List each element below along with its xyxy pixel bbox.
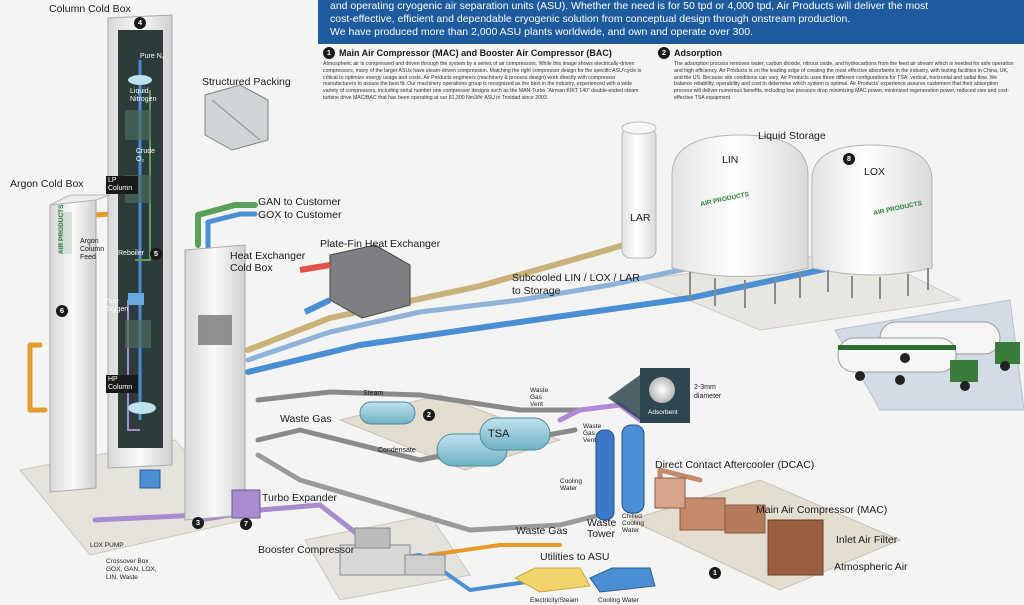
intro-line-2: cost-effective, efficient and dependable… [330,13,851,25]
label-plate-fin: Plate-Fin Heat Exchanger [320,238,441,250]
label-turbo-expander: Turbo Expander [262,492,337,504]
label-utilities: Utilities to ASU [540,551,610,563]
label-cooling-water-util: Cooling Water [598,597,639,604]
label-tsa: TSA [488,428,510,440]
utility-arrows [513,567,656,593]
label-mac: Main Air Compressor (MAC) [756,504,888,516]
label-argon-cold-box: Argon Cold Box [10,178,84,190]
marker-3: 3 [192,517,204,529]
label-electricity-steam: Electricity/Steam [530,597,579,604]
label-waste-gas-vent-2: Waste Gas Vent [583,423,602,444]
lin-tank [671,134,809,308]
tanker-trucks [837,321,1020,391]
label-gox-to-customer: GOX to Customer [258,209,342,221]
section-2-title: Adsorption [674,48,722,58]
label-atmospheric-air: Atmospheric Air [834,561,908,573]
air-products-logo-argon: AIR PRODUCTS [58,204,65,254]
label-subcooled: Subcooled LIN / LOX / LAR [512,272,640,284]
label-steam: Steam [363,390,384,397]
label-column-cold-box: Column Cold Box [49,3,131,15]
label-crude-o2: Crude O₂ [136,148,156,163]
label-inlet-air-filter: Inlet Air Filter [836,534,898,546]
section-2-marker: 2 [658,47,670,59]
label-cooling-water: Cooling Water [560,478,583,492]
label-pure-n2: Pure N₂ [140,53,165,60]
label-heat-exchanger-cold-box: Heat Exchanger Cold Box [230,250,306,274]
intro-line-1: and operating cryogenic air separation u… [330,0,929,12]
plate-fin-inset [299,244,411,319]
intro-banner: and operating cryogenic air separation u… [318,0,1024,44]
label-adsorbent: Adsorbent [648,409,678,416]
label-waste-tower: Waste Tower [587,517,617,540]
label-waste-gas-2: Waste Gas [516,525,568,537]
label-to-storage: to Storage [512,285,561,297]
label-structured-packing: Structured Packing [202,76,291,88]
label-gan-to-customer: GAN to Customer [258,196,341,208]
logo-shapes [58,212,72,254]
label-booster-compressor: Booster Compressor [258,544,355,556]
label-argon-column-feed: Argon Column Feed [80,238,105,261]
lar-tank [621,121,657,259]
label-diameter: 2-3mm diameter [694,384,722,400]
label-condensate: Condensate [378,447,416,454]
marker-4: 4 [134,17,146,29]
label-reboiler: Reboiler [118,250,145,257]
tsa-vessels [359,401,551,467]
column-cold-box [107,14,173,469]
booster-compressor [339,527,446,576]
section-1-marker: 1 [323,47,335,59]
main-air-compressor [654,477,824,576]
label-waste-gas-vent: Waste Gas Vent [530,387,549,408]
section-1-body: Atmospheric air is compressed and driven… [323,61,642,101]
marker-1: 1 [709,567,721,579]
argon-cold-box [49,194,161,493]
turbo-expander [231,489,261,519]
label-lar: LAR [630,212,651,224]
section-1-title: Main Air Compressor (MAC) and Booster Ai… [339,48,612,58]
intro-line-3: We have produced more than 2,000 ASU pla… [330,26,753,38]
label-crossover-box: Crossover Box GOX, GAN, LOX, LIN, Waste [106,558,157,581]
marker-8: 8 [843,153,855,165]
label-liquid-storage: Liquid Storage [758,130,826,142]
label-dcac: Direct Contact Aftercooler (DCAC) [655,459,815,471]
label-chilled-cooling-water: Chilled Cooling Water [622,513,645,534]
label-lin: LIN [722,154,739,166]
adsorbent-inset [608,368,690,423]
label-pure-oxygen: Pure Oxygen [104,298,129,313]
label-lp-column: LP Column [106,176,138,194]
label-lox-pump: LOX PUMP [90,542,124,549]
section-2-body: The adsorption process removes water, ca… [674,61,1014,101]
label-lox: LOX [864,166,886,178]
marker-5: 5 [150,248,162,260]
marker-2: 2 [423,409,435,421]
label-hp-column: HP Column [106,375,138,393]
structured-packing-inset [204,84,269,151]
lox-tank [811,144,933,299]
label-liquid-nitrogen: Liquid Nitrogen [130,88,157,103]
marker-6: 6 [56,305,68,317]
label-waste-gas: Waste Gas [280,413,332,425]
waste-tower-dcac [595,424,645,521]
marker-7: 7 [240,518,252,530]
heat-exchanger-cold-box [184,244,246,521]
